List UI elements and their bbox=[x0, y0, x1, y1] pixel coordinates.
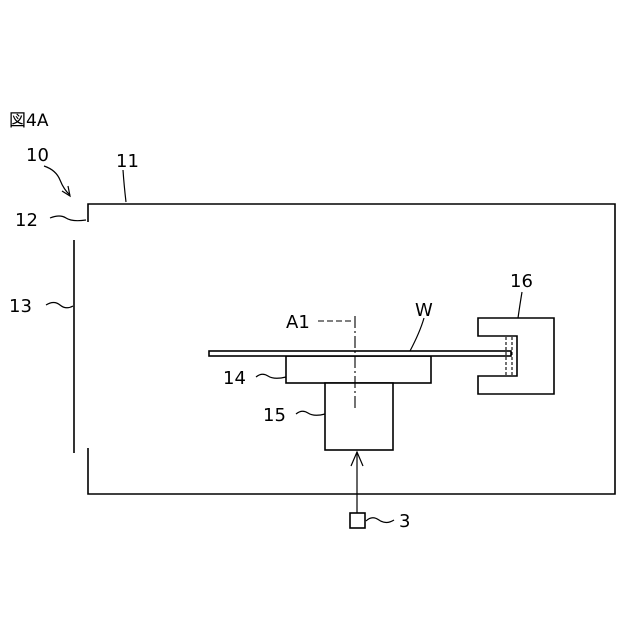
label-chamber: 11 bbox=[116, 151, 139, 172]
label-axis: A1 bbox=[286, 312, 310, 333]
leader-13 bbox=[46, 303, 73, 308]
label-device: 10 bbox=[26, 145, 49, 166]
label-drive: 3 bbox=[399, 511, 410, 532]
label-shaft: 15 bbox=[263, 405, 286, 426]
leader-15 bbox=[296, 411, 325, 415]
holder bbox=[286, 356, 431, 383]
label-gripper: 16 bbox=[510, 271, 533, 292]
leader-12 bbox=[50, 216, 86, 221]
label-shutter: 13 bbox=[9, 296, 32, 317]
leader-3 bbox=[366, 518, 394, 523]
leader-11 bbox=[123, 170, 126, 202]
label-opening: 12 bbox=[15, 210, 38, 231]
label-holder: 14 bbox=[223, 368, 246, 389]
wafer bbox=[209, 351, 511, 356]
figure-label: 図4A bbox=[9, 111, 49, 131]
shaft bbox=[325, 383, 393, 450]
label-wafer: W bbox=[415, 300, 433, 321]
leader-W bbox=[410, 318, 424, 351]
leader-10 bbox=[44, 166, 70, 195]
leader-14 bbox=[256, 374, 286, 378]
drive-box bbox=[350, 513, 365, 528]
leader-16 bbox=[518, 292, 522, 318]
